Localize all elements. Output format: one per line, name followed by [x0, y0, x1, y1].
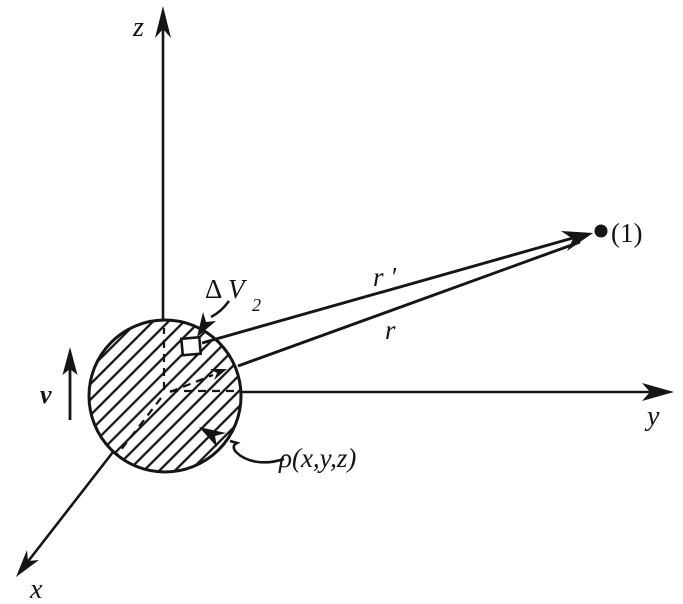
x-axis-hidden-segment	[116, 397, 162, 456]
y-axis-arrowhead-icon	[642, 383, 674, 401]
z-axis-label: z	[132, 12, 144, 43]
volume-element-square	[179, 335, 203, 357]
charge-density-leader-line	[229, 439, 285, 464]
volume-element-label-delta: Δ	[205, 274, 222, 304]
r-vector-inner-arrowhead-icon	[210, 369, 227, 380]
velocity-label: v	[40, 380, 52, 409]
source-sphere-hatched	[87, 318, 243, 474]
r-vectors-arrowhead-icon	[561, 231, 593, 251]
x-axis-label: x	[29, 574, 43, 604]
field-point-label: (1)	[611, 218, 642, 248]
charge-density-leader-arrowhead-icon	[199, 427, 226, 447]
r-vector-hidden-segment	[169, 373, 214, 394]
x-axis-line	[24, 451, 115, 565]
z-axis-arrowhead-icon	[155, 6, 171, 38]
y-axis-label: y	[644, 401, 660, 432]
x-axis-arrowhead-icon	[16, 550, 39, 577]
volume-element-leader-arrowhead-icon	[197, 312, 216, 337]
r-prime-vector-label: r ′	[373, 262, 397, 292]
r-vector-label: r	[385, 315, 396, 345]
velocity-arrowhead-icon	[62, 347, 78, 375]
charge-density-label: ρ(x,y,z)	[278, 443, 356, 473]
volume-element-label-v: V	[228, 274, 248, 304]
volume-element-label-subscript: 2	[252, 295, 261, 315]
field-point-dot	[594, 224, 608, 238]
r-prime-vector-line	[201, 234, 581, 345]
volume-element-leader-line	[210, 300, 231, 319]
r-vector-line	[237, 240, 581, 368]
